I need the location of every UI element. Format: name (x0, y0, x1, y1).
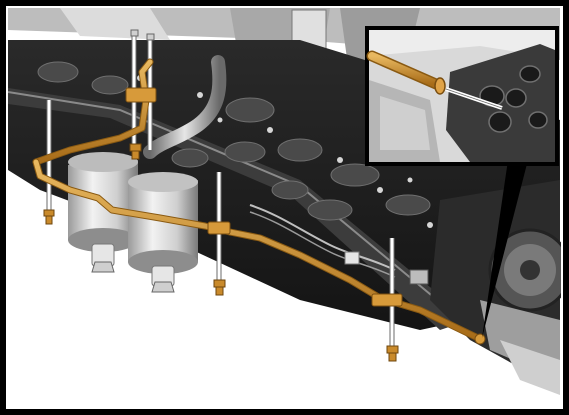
silver-tube (143, 55, 227, 159)
pipe-clamps (125, 87, 486, 345)
inset-pipe-fitting (434, 77, 446, 95)
bolt-1 (43, 209, 55, 225)
block-bolt-heads (137, 75, 433, 228)
block-bores (37, 61, 431, 221)
bolt-4 (386, 345, 399, 362)
detail-inset (365, 26, 559, 166)
bolts (43, 143, 399, 362)
filter-right (128, 172, 198, 293)
wiring-harness (249, 204, 396, 271)
inset-pipe (368, 52, 440, 88)
callout-pointer (482, 160, 528, 338)
bolt-3 (213, 279, 226, 296)
bolt-2 (129, 143, 142, 160)
